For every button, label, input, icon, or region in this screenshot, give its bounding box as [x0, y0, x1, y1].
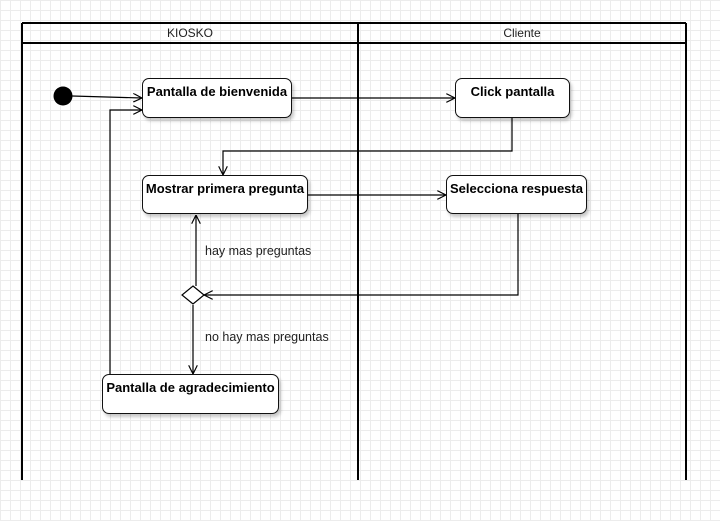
- node-mostrar-primera-pregunta[interactable]: Mostrar primera pregunta: [142, 175, 308, 214]
- edge-start-to-bienvenida: [71, 96, 142, 98]
- node-pantalla-agradecimiento[interactable]: Pantalla de agradecimiento: [102, 374, 279, 414]
- edge-agradecimiento-to-bienvenida: [109, 110, 142, 376]
- edge-respuesta-to-decision: [204, 214, 519, 295]
- guard-label-hay-mas-preguntas: hay mas preguntas: [205, 244, 312, 258]
- guard-label-no-hay-mas-preguntas: no hay mas preguntas: [205, 330, 329, 344]
- node-click-pantalla[interactable]: Click pantalla: [455, 78, 570, 118]
- initial-node: [53, 86, 73, 106]
- lane-title-kiosko: KIOSKO: [166, 26, 213, 40]
- node-selecciona-respuesta[interactable]: Selecciona respuesta: [446, 175, 587, 214]
- lane-title-cliente: Cliente: [503, 26, 541, 40]
- node-pantalla-bienvenida[interactable]: Pantalla de bienvenida: [142, 78, 292, 118]
- swimlane-frame: [21, 22, 687, 480]
- decision-node: [181, 285, 205, 305]
- edge-click-to-pregunta: [223, 118, 513, 175]
